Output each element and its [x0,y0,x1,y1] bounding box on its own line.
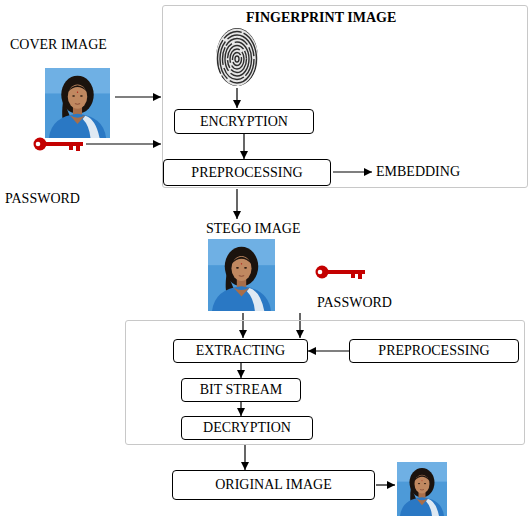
annotation-label: PASSWORD [317,295,392,310]
fingerprint-image [215,28,259,90]
flow-arrow [236,189,237,219]
flow-arrow [244,445,245,470]
flow-arrow [243,134,244,159]
input-arrow [86,143,161,144]
key-icon [316,266,366,280]
input-arrow [115,96,161,97]
output-arrow [376,484,395,485]
flow-arrow [308,350,349,351]
stego-photo [208,239,275,311]
process-box: ORIGINAL IMAGE [172,470,375,500]
process-box: BIT STREAM [181,378,301,402]
flow-arrow [333,171,372,172]
annotation-label: PASSWORD [5,191,80,206]
process-box: DECRYPTION [181,416,313,440]
box-label: PREPROCESSING [378,343,489,358]
flow-arrow [236,88,237,108]
original-photo [397,462,447,516]
box-label: ENCRYPTION [200,114,288,129]
panel-group: FINGERPRINT IMAGE ENCRYPTION PREPROCESSING [162,5,528,188]
box-label: PREPROCESSING [191,165,302,180]
flow-arrow [240,363,241,378]
process-box: EXTRACTING [173,339,308,363]
process-box: PREPROCESSING [163,159,331,186]
flow-arrow [242,313,243,338]
panel-heading: FINGERPRINT IMAGE [246,10,396,25]
annotation-label: EMBEDDING [376,164,460,179]
box-label: BIT STREAM [200,382,283,397]
flow-arrow [240,402,241,416]
box-label: DECRYPTION [203,420,291,435]
annotation-label: COVER IMAGE [10,37,107,52]
process-box: PREPROCESSING [349,339,519,363]
process-box: ENCRYPTION [174,109,314,134]
flow-arrow [299,313,300,338]
annotation-label: STEGO IMAGE [206,221,301,236]
panel-group: EXTRACTING PREPROCESSING BIT STREAM DECRYPT… [125,320,525,445]
box-label: EXTRACTING [196,343,285,358]
key-icon [34,138,84,152]
cover-photo [45,68,110,138]
box-label: ORIGINAL IMAGE [215,477,332,492]
